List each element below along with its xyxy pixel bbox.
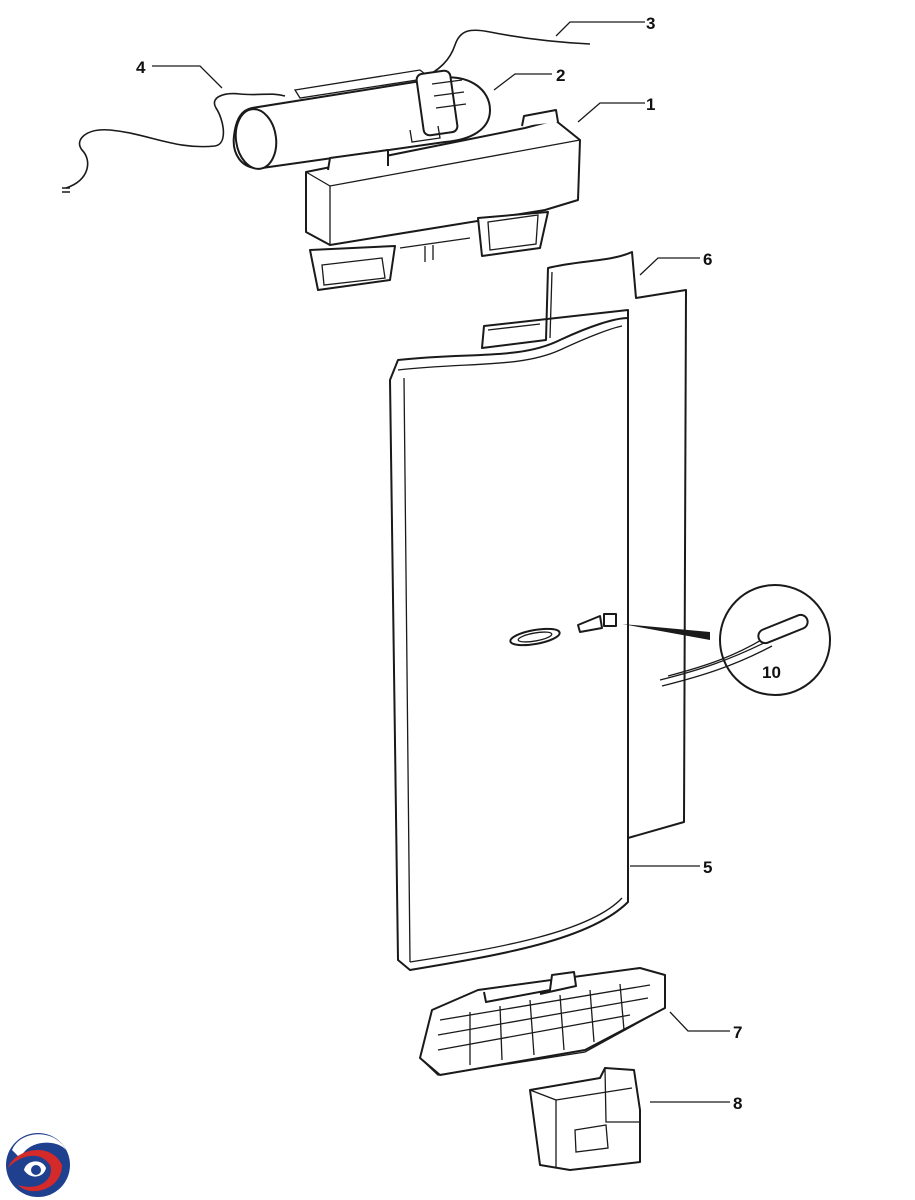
leader-2 [493, 73, 552, 91]
callout-7: 7 [733, 1023, 742, 1042]
part-4-wire [62, 92, 286, 193]
part-2-cylinder-unit [232, 69, 491, 170]
part-6-back-panel [481, 251, 687, 839]
callout-6: 6 [703, 250, 712, 269]
callout-1: 1 [646, 95, 655, 114]
part-7-bottom-grille [419, 967, 666, 1076]
leader-lines [152, 21, 730, 1103]
callout-5: 5 [703, 858, 712, 877]
leader-1 [577, 102, 645, 123]
callout-8: 8 [733, 1094, 742, 1113]
swirl-logo-icon [6, 1133, 70, 1197]
callout-3: 3 [646, 14, 655, 33]
leader-3 [555, 21, 645, 37]
leader-6 [639, 257, 700, 276]
callout-2: 2 [556, 66, 565, 85]
callout-10: 10 [762, 663, 781, 682]
part-5-front-panel [389, 317, 629, 971]
leader-7 [669, 1011, 730, 1032]
part-8-lower-cover [529, 1067, 641, 1171]
part-10-sensor-probe [622, 584, 831, 696]
callout-4: 4 [136, 58, 146, 77]
part-1-top-housing [305, 109, 581, 291]
leader-4 [152, 65, 223, 89]
part-3-wire [419, 29, 591, 81]
